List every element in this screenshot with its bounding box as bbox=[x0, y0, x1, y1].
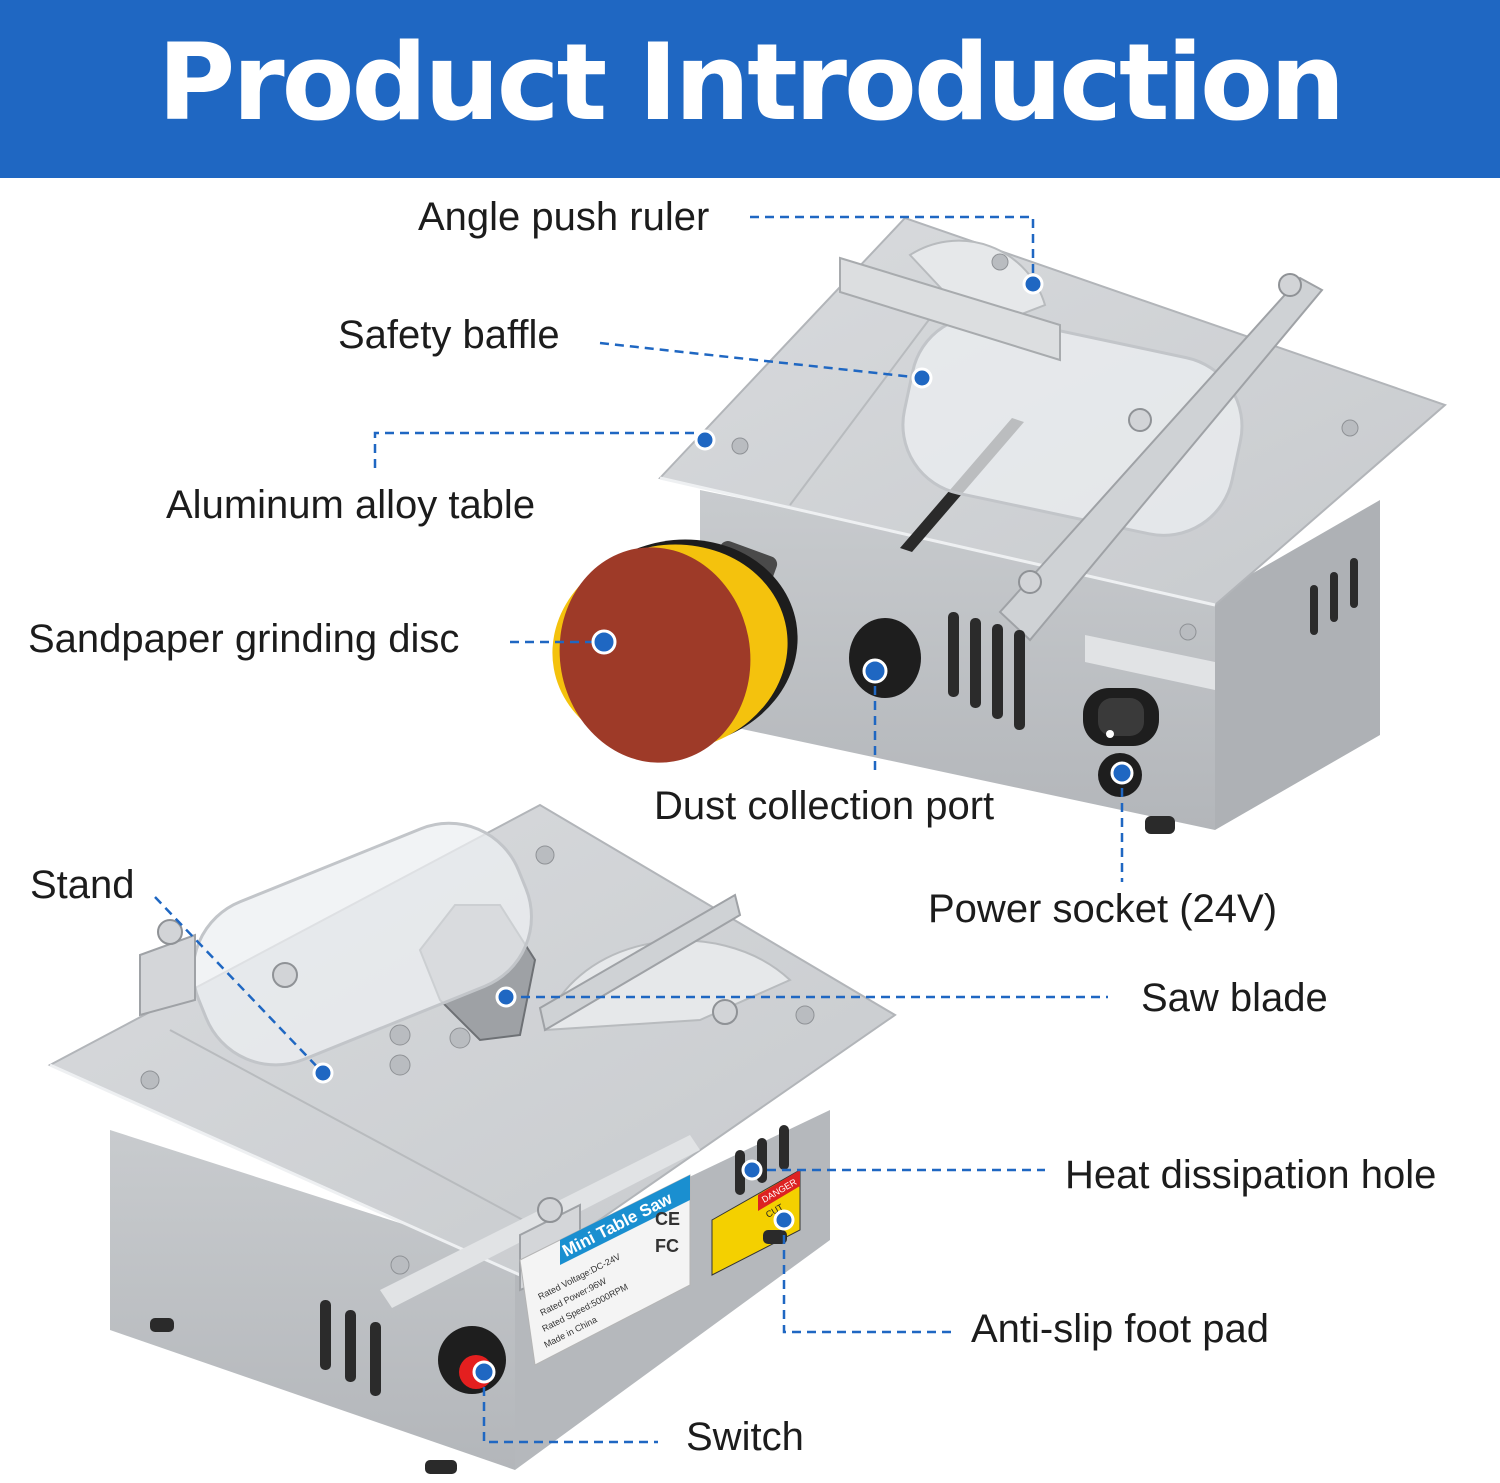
dot-switch bbox=[472, 1360, 496, 1384]
bottom-saw-table-edge bbox=[49, 1063, 521, 1277]
top-saw bbox=[552, 216, 1447, 834]
callout-aluminum-table bbox=[373, 431, 707, 468]
label-aluminum-table: Aluminum alloy table bbox=[166, 483, 536, 527]
top-saw-wing-nut bbox=[1278, 273, 1302, 297]
bottom-saw-vent bbox=[320, 1300, 331, 1370]
bottom-saw-vent bbox=[370, 1322, 381, 1396]
callout-stand bbox=[154, 896, 324, 1074]
label-saw-blade: Saw blade bbox=[1141, 976, 1328, 1020]
top-saw-table-edge bbox=[659, 476, 1216, 607]
top-saw-vent bbox=[948, 612, 959, 697]
top-saw-scale bbox=[1085, 635, 1215, 690]
top-saw-wing-nut bbox=[1128, 408, 1152, 432]
bottom-saw-stand bbox=[139, 933, 196, 1017]
top-saw-screw bbox=[1341, 419, 1359, 437]
callout-safety-baffle bbox=[599, 341, 923, 380]
label-dust-port: Dust collection port bbox=[654, 784, 995, 828]
angle-push-ruler-disc bbox=[908, 239, 1047, 332]
bottom-saw-screw bbox=[535, 845, 555, 865]
bottom-saw-screw bbox=[389, 1054, 411, 1076]
top-saw-vent bbox=[1350, 558, 1358, 608]
dot-sandpaper-disc bbox=[591, 629, 617, 655]
dot-aluminum-table bbox=[694, 429, 716, 451]
bottom-saw-screw bbox=[390, 1255, 410, 1275]
bottom-saw-screw bbox=[449, 1027, 471, 1049]
top-saw-body-right bbox=[1215, 500, 1380, 830]
bottom-saw-vent bbox=[345, 1310, 356, 1382]
top-saw-foot-pad bbox=[1145, 816, 1175, 834]
label-angle-push-ruler: Angle push ruler bbox=[418, 195, 710, 239]
header-banner: Product Introduction bbox=[0, 0, 1500, 178]
dot-anti-slip bbox=[773, 1209, 795, 1231]
top-saw-switch-dot bbox=[1106, 730, 1114, 738]
bottom-saw-acrylic-guard bbox=[191, 821, 533, 1067]
bottom-saw: DANGER CUT Mini Table Saw Rated Voltage:… bbox=[47, 803, 897, 1474]
bottom-saw-wing-nut bbox=[157, 919, 183, 945]
anti-slip-foot-pad bbox=[150, 1318, 174, 1332]
product-label-banner bbox=[560, 1175, 690, 1265]
bottom-saw-wing-nut bbox=[537, 1197, 563, 1223]
anti-slip-foot-pad bbox=[425, 1460, 457, 1474]
product-label-ce: CE bbox=[655, 1209, 680, 1229]
top-saw-fence bbox=[839, 256, 1061, 362]
heat-dissipation-hole bbox=[735, 1150, 745, 1195]
top-saw-screw bbox=[1179, 623, 1197, 641]
bottom-saw-wing-nut bbox=[712, 999, 738, 1025]
bottom-saw-screw bbox=[389, 1024, 411, 1046]
heat-dissipation-hole bbox=[779, 1125, 789, 1170]
top-saw-screw bbox=[991, 253, 1009, 271]
label-anti-slip: Anti-slip foot pad bbox=[971, 1307, 1269, 1351]
dot-saw-blade bbox=[495, 986, 517, 1008]
label-power-socket: Power socket (24V) bbox=[928, 887, 1278, 931]
top-saw-screw bbox=[731, 437, 749, 455]
dot-power-socket bbox=[1110, 761, 1134, 785]
top-saw-wing-nut bbox=[1018, 570, 1042, 594]
bottom-saw-screw bbox=[140, 1070, 160, 1090]
product-illustration: DANGER CUT Mini Table Saw Rated Voltage:… bbox=[47, 215, 1447, 1474]
top-saw-vent bbox=[1310, 585, 1318, 635]
bottom-saw-wing-nut bbox=[272, 962, 298, 988]
dot-angle-push-ruler bbox=[1022, 273, 1044, 295]
dust-collection-port bbox=[849, 618, 921, 698]
sandpaper-grinding-disc bbox=[559, 547, 751, 763]
top-saw-vent bbox=[970, 618, 981, 708]
callout-anti-slip bbox=[782, 1220, 955, 1334]
bottom-saw-screw bbox=[795, 1005, 815, 1025]
top-saw-vent bbox=[1014, 630, 1025, 730]
dot-stand bbox=[312, 1062, 334, 1084]
label-stand: Stand bbox=[30, 863, 135, 907]
bottom-saw-body-left bbox=[110, 1130, 515, 1470]
product-label-fc: FC bbox=[655, 1236, 679, 1256]
top-saw-rocker bbox=[1098, 698, 1144, 736]
label-switch: Switch bbox=[686, 1415, 804, 1459]
bottom-saw-table-seam bbox=[169, 1029, 561, 1241]
dot-dust-port bbox=[862, 658, 888, 684]
page-title: Product Introduction bbox=[157, 21, 1346, 144]
callout-switch bbox=[482, 1372, 658, 1444]
label-heat-hole: Heat dissipation hole bbox=[1065, 1153, 1437, 1197]
callout-angle-push-ruler bbox=[750, 215, 1035, 283]
callout-dots bbox=[312, 273, 1134, 1384]
bottom-saw-scale bbox=[380, 1135, 700, 1308]
top-saw-vent bbox=[992, 624, 1003, 719]
label-sandpaper-disc: Sandpaper grinding disc bbox=[28, 617, 460, 661]
danger-sticker-header bbox=[758, 1170, 800, 1211]
dot-heat-hole bbox=[741, 1159, 763, 1181]
anti-slip-foot-pad bbox=[763, 1230, 787, 1244]
dot-safety-baffle bbox=[911, 367, 933, 389]
label-safety-baffle: Safety baffle bbox=[338, 313, 560, 357]
top-saw-vent bbox=[1330, 572, 1338, 622]
